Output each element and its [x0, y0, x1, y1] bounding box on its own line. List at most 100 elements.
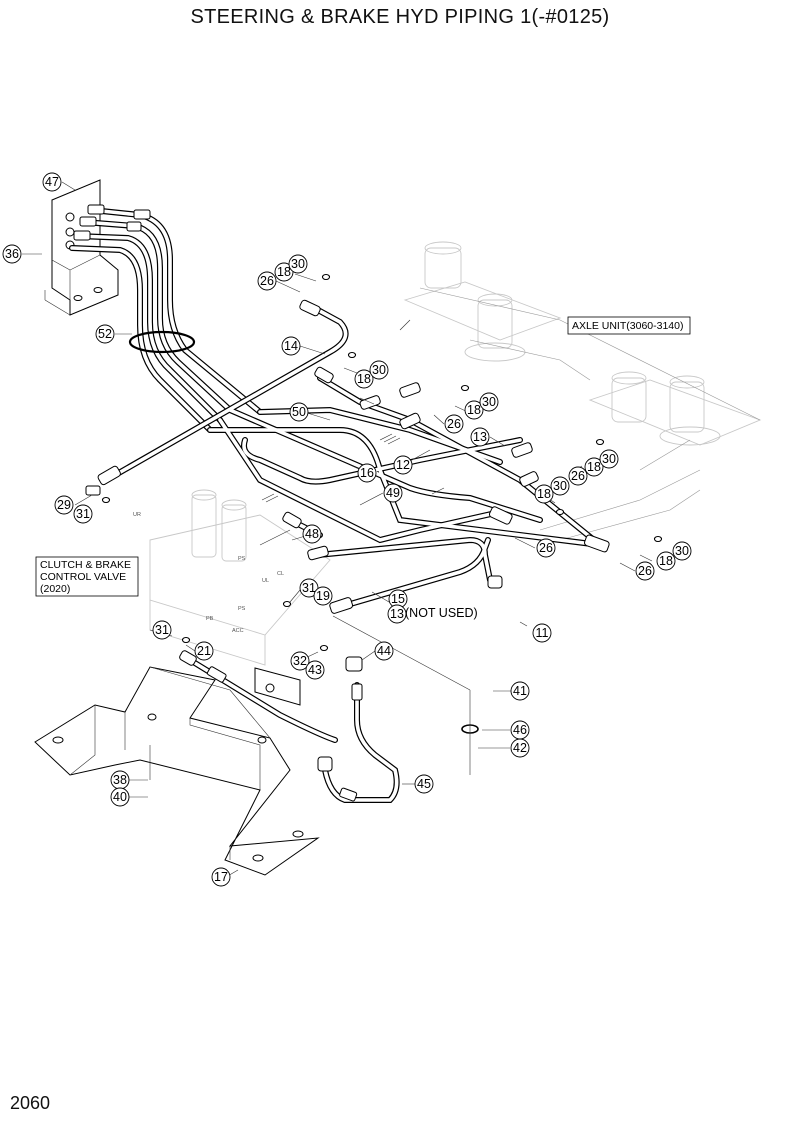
callout-26b: 26: [444, 414, 464, 434]
svg-text:26: 26: [571, 469, 585, 483]
callout-21: 21: [194, 641, 214, 661]
svg-text:18: 18: [659, 554, 673, 568]
axle-unit-ghost: [403, 241, 762, 541]
svg-text:21: 21: [197, 644, 211, 658]
svg-text:CLUTCH & BRAKE: CLUTCH & BRAKE: [40, 559, 131, 571]
svg-text:18: 18: [357, 372, 371, 386]
hose-bundle: [69, 204, 263, 433]
svg-text:52: 52: [98, 327, 112, 341]
not-used-label: (NOT USED): [405, 606, 478, 620]
svg-text:47: 47: [45, 175, 59, 189]
callout-13a: 13: [470, 427, 490, 447]
callout-16: 16: [357, 463, 377, 483]
callout-13b: 13: [387, 604, 407, 624]
svg-text:30: 30: [553, 479, 567, 493]
svg-text:31: 31: [155, 623, 169, 637]
callout-36: 36: [2, 244, 22, 264]
callout-14: 14: [281, 336, 301, 356]
callout-19: 19: [313, 586, 333, 606]
svg-text:49: 49: [386, 486, 400, 500]
bracket: [34, 666, 320, 876]
svg-text:12: 12: [396, 458, 410, 472]
port-mark-ul: UL: [262, 578, 269, 584]
clutch-brake-valve-label: CLUTCH & BRAKE CONTROL VALVE (2020): [35, 556, 139, 597]
callout-44: 44: [374, 641, 394, 661]
svg-text:30: 30: [675, 544, 689, 558]
port-mark-ps2: PS: [238, 606, 246, 612]
svg-text:26: 26: [638, 564, 652, 578]
callout-29: 29: [54, 495, 74, 515]
callout-18e: 18: [534, 484, 554, 504]
svg-text:11: 11: [536, 626, 549, 640]
svg-text:26: 26: [447, 417, 461, 431]
callout-30f: 30: [672, 541, 692, 561]
svg-text:41: 41: [513, 684, 527, 698]
svg-text:30: 30: [291, 257, 305, 271]
svg-text:30: 30: [482, 395, 496, 409]
callout-30a: 30: [288, 254, 308, 274]
svg-text:CONTROL VALVE: CONTROL VALVE: [40, 571, 126, 583]
svg-text:30: 30: [372, 363, 386, 377]
port-mark-ur: UR: [133, 512, 141, 518]
clamp-52: [128, 330, 196, 354]
svg-text:13: 13: [473, 430, 487, 444]
callout-32: 32: [290, 651, 310, 671]
callout-41: 41: [510, 681, 530, 701]
callout-38: 38: [110, 770, 130, 790]
svg-text:18: 18: [277, 265, 291, 279]
callout-18d: 18: [584, 457, 604, 477]
port-mark-pb: PB: [206, 616, 214, 622]
svg-text:18: 18: [467, 403, 481, 417]
callout-30e: 30: [550, 476, 570, 496]
callout-18f: 18: [656, 551, 676, 571]
callout-31c: 31: [152, 620, 172, 640]
callout-30b: 30: [369, 360, 389, 380]
callout-11: 11: [532, 623, 552, 643]
page-title: STEERING & BRAKE HYD PIPING 1(-#0125): [190, 6, 610, 28]
svg-text:38: 38: [113, 773, 127, 787]
svg-text:26: 26: [260, 274, 274, 288]
svg-text:42: 42: [513, 741, 527, 755]
svg-text:(NOT USED): (NOT USED): [405, 606, 478, 620]
callout-26d: 26: [536, 538, 556, 558]
brake-lines-lower: [179, 650, 400, 803]
svg-text:(2020): (2020): [40, 583, 70, 595]
o-rings: [101, 273, 663, 734]
svg-text:14: 14: [284, 339, 298, 353]
callout-12: 12: [393, 455, 413, 475]
callout-50: 50: [289, 402, 309, 422]
callout-47: 47: [42, 172, 62, 192]
callout-30d: 30: [599, 449, 619, 469]
callout-46: 46: [510, 720, 530, 740]
callout-49: 49: [383, 483, 403, 503]
svg-text:18: 18: [587, 460, 601, 474]
svg-text:32: 32: [293, 654, 307, 668]
svg-text:18: 18: [537, 487, 551, 501]
svg-text:46: 46: [513, 723, 527, 737]
callout-18b: 18: [354, 369, 374, 389]
callout-52: 52: [95, 324, 115, 344]
svg-text:29: 29: [57, 498, 71, 512]
svg-text:13: 13: [390, 607, 404, 621]
callout-17: 17: [211, 867, 231, 887]
callout-30c: 30: [479, 392, 499, 412]
callout-18a: 18: [274, 262, 294, 282]
svg-text:15: 15: [391, 592, 405, 606]
callout-18c: 18: [464, 400, 484, 420]
svg-text:43: 43: [308, 663, 322, 677]
svg-text:31: 31: [302, 581, 316, 595]
svg-text:AXLE UNIT(3060-3140): AXLE UNIT(3060-3140): [572, 320, 683, 332]
svg-text:40: 40: [113, 790, 127, 804]
svg-text:36: 36: [5, 247, 19, 261]
svg-text:45: 45: [417, 777, 431, 791]
svg-text:48: 48: [305, 527, 319, 541]
part-callouts: 47 36 52 26 18 30 14 18 30 50 18 30 26 1…: [2, 172, 692, 887]
callout-40: 40: [110, 787, 130, 807]
axle-unit-label: AXLE UNIT(3060-3140): [567, 316, 691, 335]
callout-42: 42: [510, 738, 530, 758]
svg-text:16: 16: [360, 466, 374, 480]
svg-text:19: 19: [316, 589, 330, 603]
page-number: 2060: [10, 1093, 51, 1113]
leader-lines: [22, 181, 653, 878]
